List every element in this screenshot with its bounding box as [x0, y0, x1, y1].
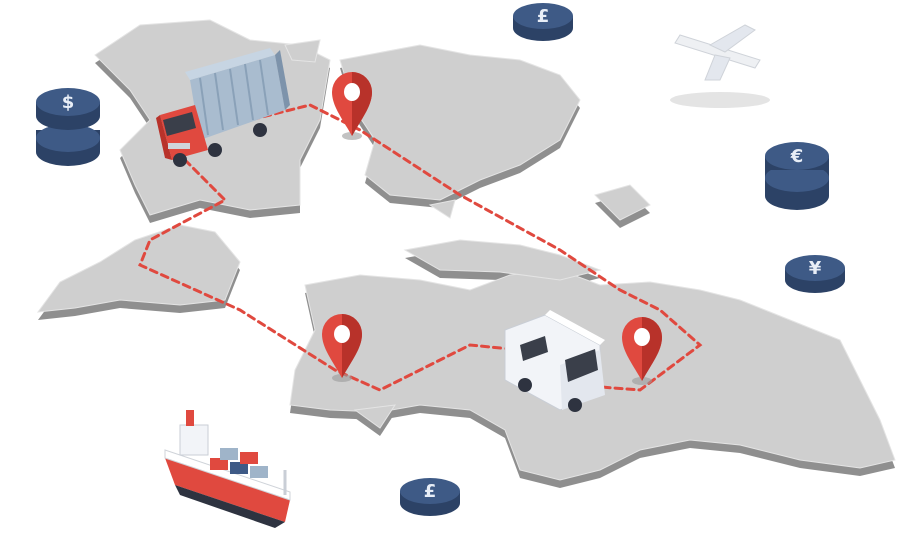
euro-coin-icon: € — [765, 142, 829, 210]
island — [284, 39, 321, 63]
world-map — [36, 19, 896, 488]
location-pin-icon — [322, 314, 362, 382]
continent-northern-landmass — [403, 239, 602, 281]
airplane-icon — [670, 24, 770, 108]
van-icon — [504, 310, 605, 412]
location-pin-icon — [622, 317, 662, 385]
pound-coin-icon: £ — [513, 3, 573, 41]
coin-symbol: ¥ — [809, 258, 822, 279]
cargo-ship-icon — [164, 410, 291, 528]
island — [594, 184, 651, 221]
island — [353, 404, 397, 429]
coin-symbol: £ — [424, 481, 437, 502]
island — [428, 199, 456, 219]
coin-symbol: € — [790, 146, 804, 167]
pound-coin-icon: £ — [400, 478, 460, 516]
coin-symbol: $ — [62, 92, 75, 113]
truck-icon — [156, 48, 290, 167]
dollar-coin-icon: $ — [36, 88, 100, 166]
continent-greenland-europe — [339, 44, 581, 201]
coin-symbol: £ — [537, 6, 550, 27]
continent-south-america — [36, 224, 241, 313]
yen-coin-icon: ¥ — [785, 255, 845, 293]
location-pin-icon — [332, 72, 372, 140]
